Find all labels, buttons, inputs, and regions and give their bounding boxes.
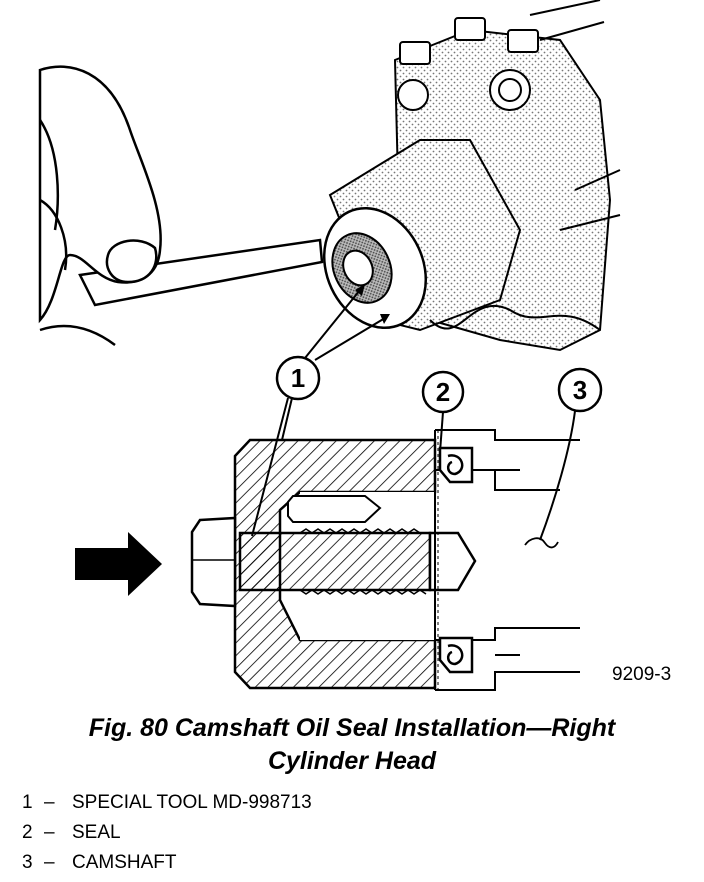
cross-section-drawing: [75, 429, 580, 691]
engine-lower-casting: [429, 304, 601, 331]
hand: [38, 65, 162, 347]
figure-caption: Fig. 80 Camshaft Oil Seal Installation—R…: [0, 712, 704, 778]
legend-dash: –: [44, 822, 55, 843]
legend-text: SEAL: [72, 822, 121, 843]
oil-seal: [438, 446, 474, 674]
technical-illustration: 1 2 3: [38, 0, 671, 691]
figure-id-label: 9209-3: [612, 664, 671, 685]
legend-dash: –: [44, 792, 55, 813]
legend-item: 3–CAMSHAFT: [22, 848, 312, 878]
wrench-handle: [78, 238, 324, 307]
bolt-hex-head: [190, 516, 237, 608]
dowel-pin: [287, 495, 382, 523]
callout-3-leader: [539, 410, 576, 541]
caption-line-2: Cylinder Head: [267, 747, 437, 775]
legend-text: SPECIAL TOOL MD-998713: [72, 792, 312, 813]
legend-item: 1–SPECIAL TOOL MD-998713: [22, 788, 312, 818]
callout-3: 3: [557, 367, 603, 413]
callout-1: 1: [275, 355, 321, 401]
head-bolts: [397, 17, 539, 111]
engine-rail: [529, 0, 621, 231]
legend-text: CAMSHAFT: [72, 852, 177, 873]
caption-line-1: Fig. 80 Camshaft Oil Seal Installation—R…: [88, 714, 616, 742]
legend-number: 3: [22, 852, 33, 873]
svg-text:1: 1: [291, 363, 305, 393]
callout-2-leader: [439, 411, 444, 453]
threaded-bolt: [238, 531, 432, 592]
legend-number: 1: [22, 792, 33, 813]
legend-list: 1–SPECIAL TOOL MD-998713 2–SEAL 3–CAMSHA…: [22, 788, 312, 878]
legend-dash: –: [44, 852, 55, 873]
engine-perspective-drawing: [38, 0, 621, 352]
legend-item: 2–SEAL: [22, 818, 312, 848]
camshaft-section: [435, 429, 580, 691]
svg-text:2: 2: [436, 377, 450, 407]
callout-2: 2: [421, 370, 465, 414]
svg-text:3: 3: [573, 375, 587, 405]
special-tool-cylinder: [322, 139, 522, 332]
legend-number: 2: [22, 822, 33, 843]
direction-arrow: [75, 532, 162, 596]
